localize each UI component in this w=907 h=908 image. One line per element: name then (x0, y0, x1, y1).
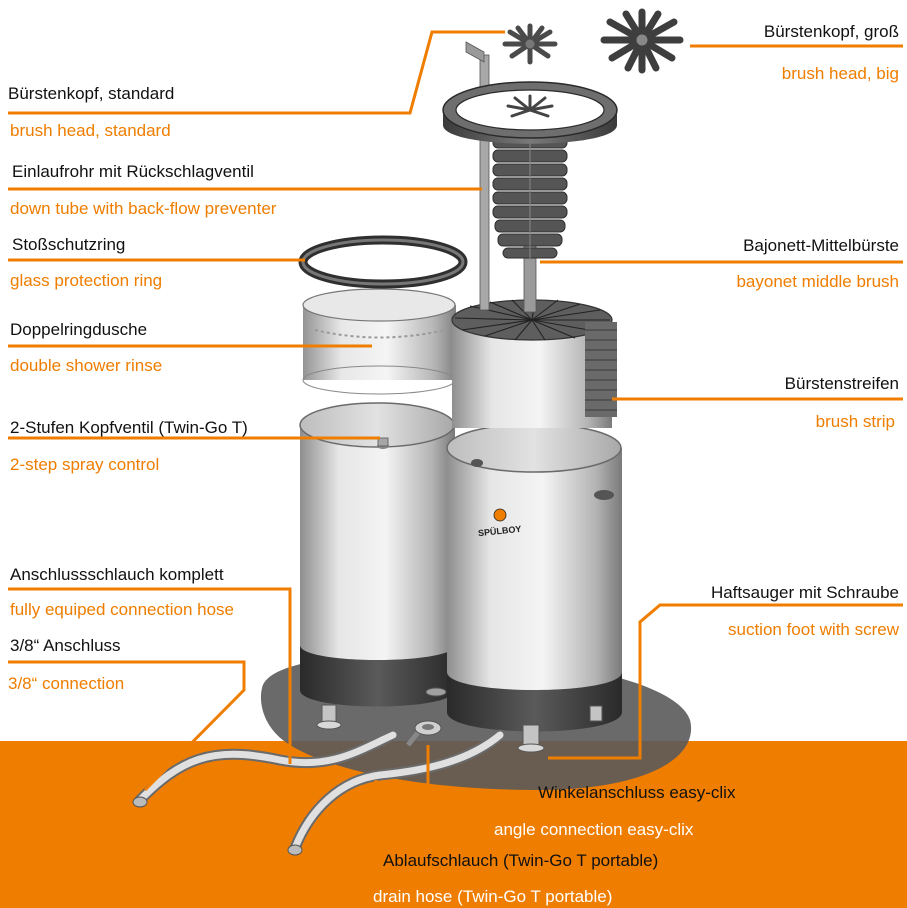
label-brush-strip-de: Bürstenstreifen (784, 374, 899, 393)
label-drain-hose-en: drain hose (Twin-Go T portable) (373, 887, 613, 906)
label-brush-head-standard-de: Bürstenkopf, standard (8, 84, 175, 103)
label-connection-3-8-en: 3/8“ connection (8, 674, 125, 693)
label-down-tube-en: down tube with back-flow preventer (10, 199, 277, 218)
top-ring-part (442, 81, 618, 144)
label-middle-brush-de: Bajonett-Mittelbürste (743, 236, 899, 255)
angle-connection-part (406, 687, 447, 747)
label-connection-hose-de: Anschlussschlauch komplett (10, 565, 224, 584)
double-shower-rinse-part (302, 288, 456, 395)
label-middle-brush-en: bayonet middle brush (736, 272, 899, 291)
down-tube-part (465, 41, 490, 311)
brush-head-standard-part (502, 23, 558, 65)
right-basin: SPÜLBOY (446, 423, 622, 753)
label-shower-rinse-de: Doppelringdusche (10, 320, 148, 339)
spuelboy-logo-text: SPÜLBOY (478, 524, 522, 538)
leader-lines (8, 30, 903, 880)
label-protection-ring-de: Stoßschutzring (12, 235, 126, 254)
bayonet-middle-brush-part (492, 120, 568, 313)
glass-protection-ring-part (298, 235, 468, 289)
label-spray-control-de: 2-Stufen Kopfventil (Twin-Go T) (10, 418, 248, 437)
label-protection-ring-en: glass protection ring (10, 271, 163, 290)
label-brush-strip-en: brush strip (815, 412, 895, 431)
hoses (134, 729, 506, 854)
label-brush-head-big-de: Bürstenkopf, groß (763, 22, 899, 41)
label-suction-foot-de: Haftsauger mit Schraube (710, 583, 899, 602)
label-spray-control-en: 2-step spray control (10, 455, 160, 474)
label-connection-3-8-de: 3/8“ Anschluss (10, 636, 121, 655)
label-suction-foot-en: suction foot with screw (727, 620, 899, 639)
label-down-tube-de: Einlaufrohr mit Rückschlagventil (12, 162, 254, 181)
brush-head-big-part (600, 8, 684, 74)
left-basin (299, 402, 455, 730)
label-drain-hose-de: Ablaufschlauch (Twin-Go T portable) (383, 851, 659, 870)
brush-strip-cylinder (451, 298, 617, 428)
label-angle-connection-de: Winkelanschluss easy-clix (538, 783, 736, 802)
label-shower-rinse-en: double shower rinse (10, 356, 163, 375)
label-brush-head-standard-en: brush head, standard (10, 121, 171, 140)
label-connection-hose-en: fully equiped connection hose (10, 600, 234, 619)
label-angle-connection-en: angle connection easy-clix (494, 820, 694, 839)
label-brush-head-big-en: brush head, big (781, 64, 899, 83)
